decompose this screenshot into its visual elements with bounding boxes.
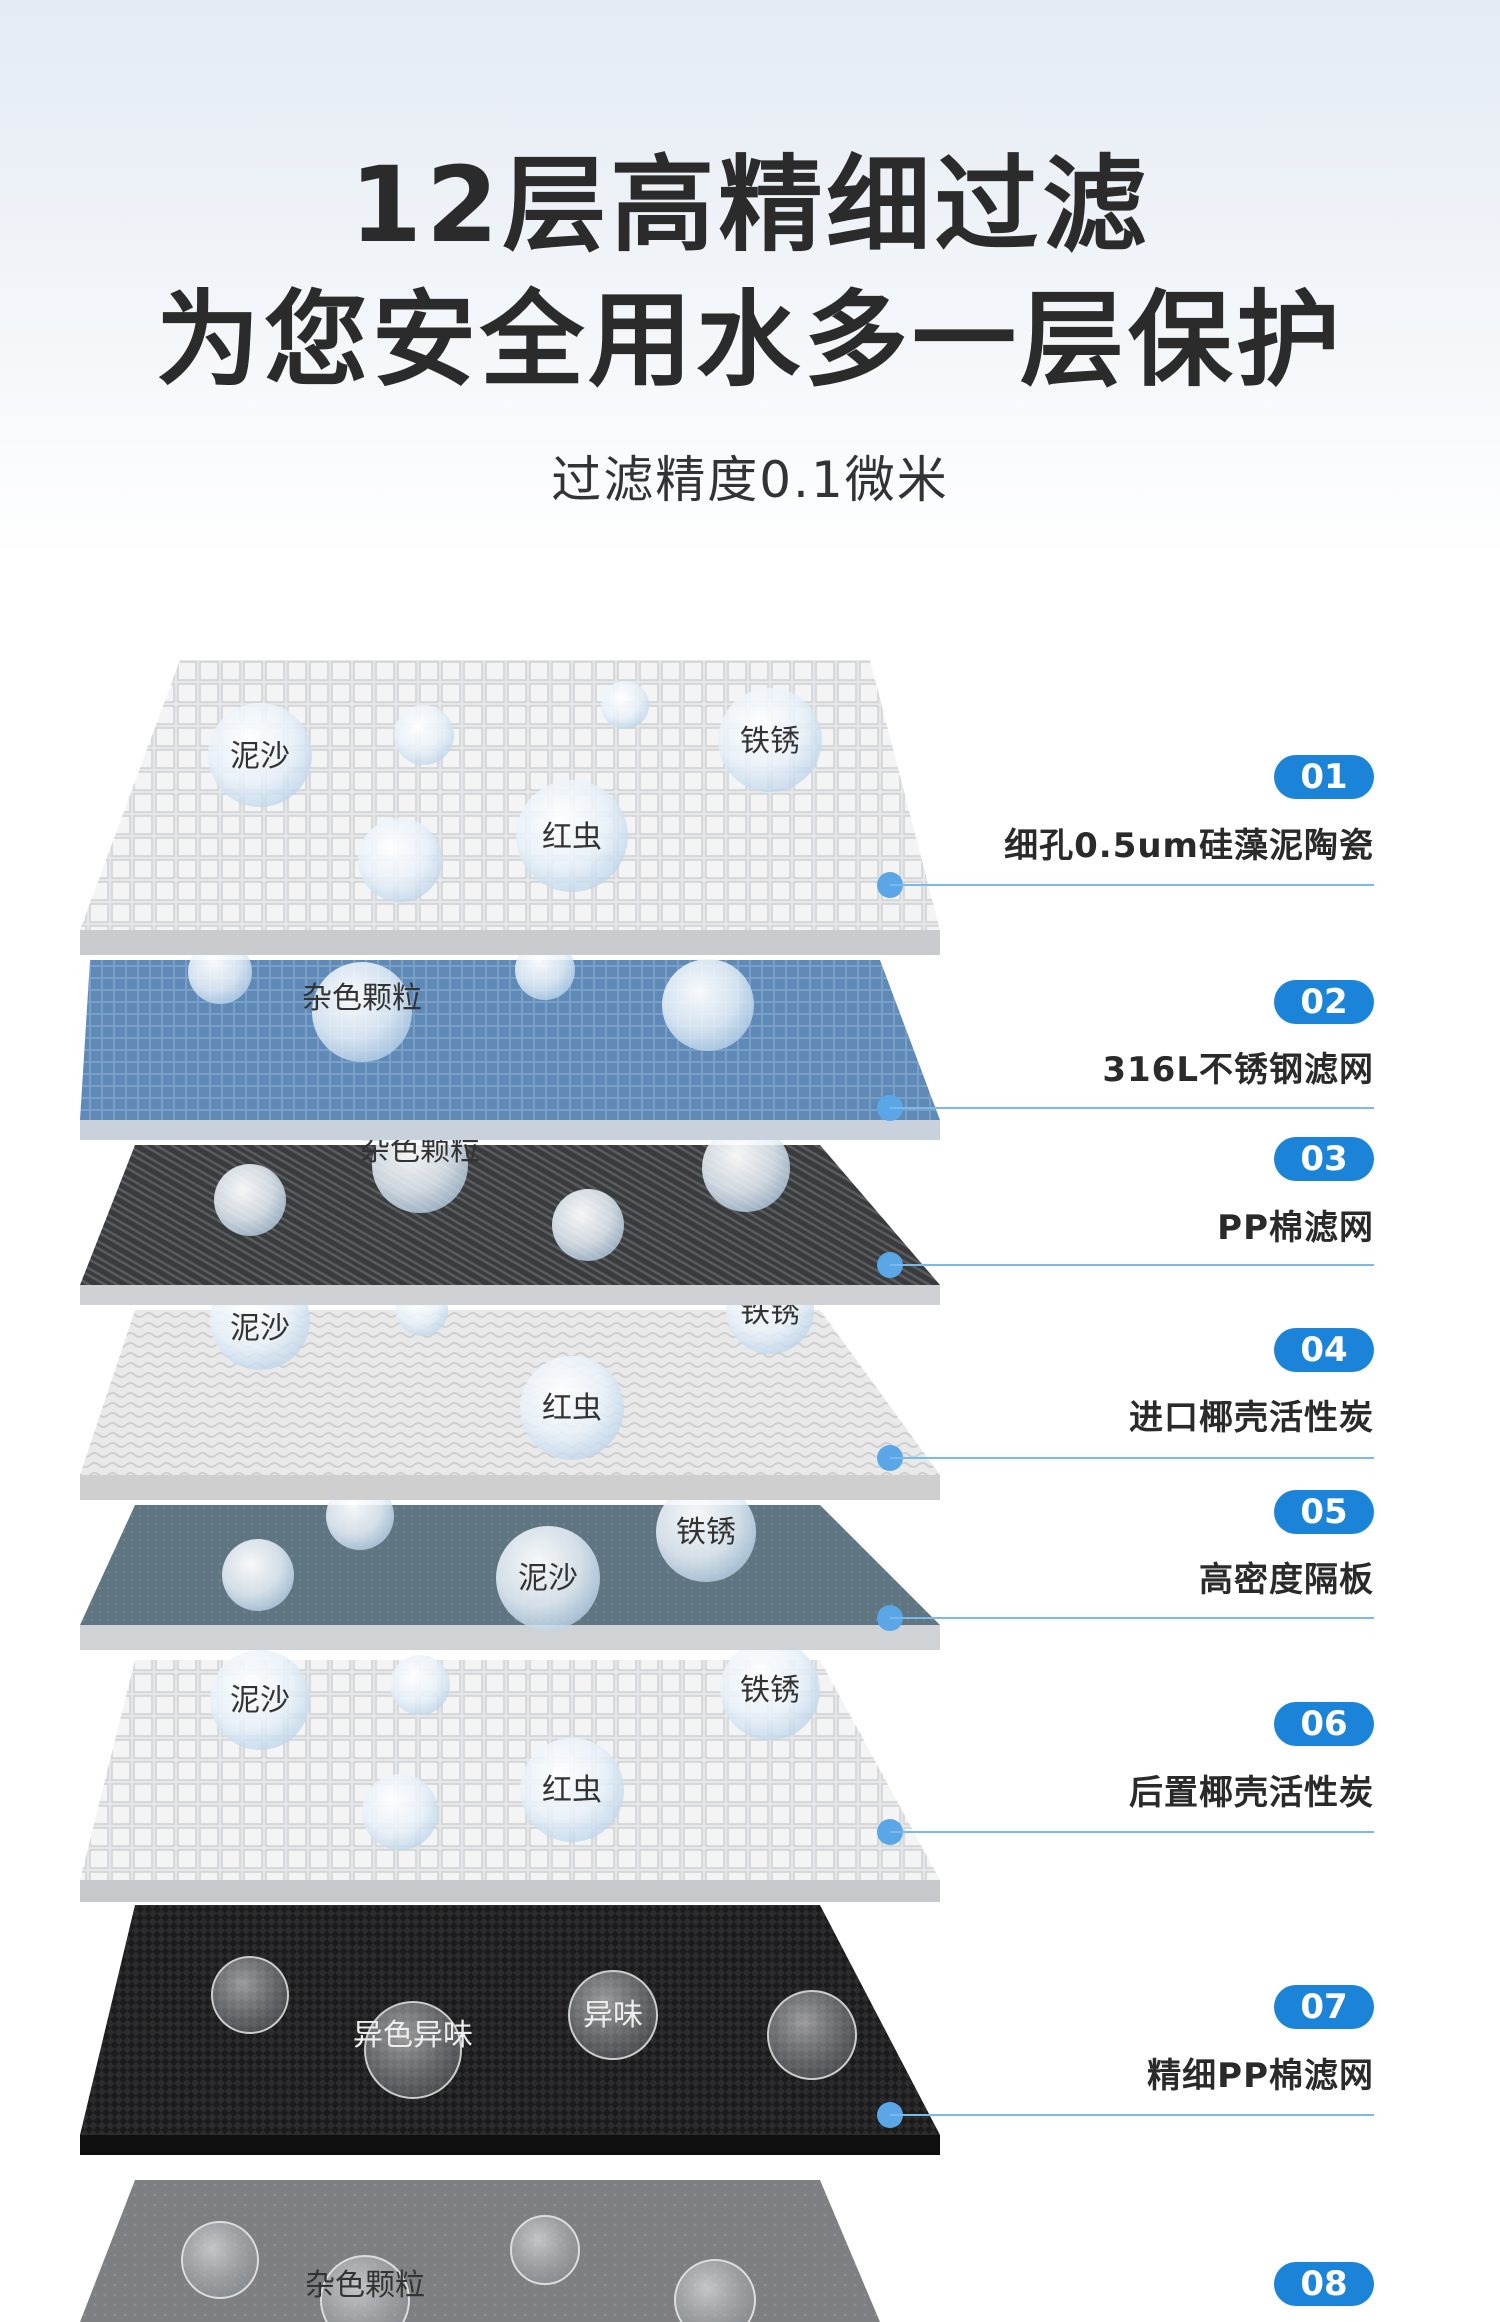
layer-01-bubble-label-3: 铁锈 [740,724,800,759]
layer-08-plate: 杂色颗粒 [80,2180,880,2322]
layer-05-label: 高密度隔板 [1199,1560,1374,1600]
layer-05-bubble-label-1: 泥沙 [518,1561,578,1596]
layer-05-number-badge: 05 [1274,1490,1374,1534]
layer-02-plate: 杂色颗粒 [80,940,940,1140]
layer-03-number-badge: 03 [1274,1137,1374,1181]
layer-07-bubble-label-2: 异味 [583,1998,643,2033]
layer-04-label: 进口椰壳活性炭 [1129,1398,1374,1438]
layer-01-plate: 泥沙 红虫 铁锈 [80,660,940,955]
layer-07-plate: 异色异味 异味 [80,1905,940,2155]
layer-01-bubble-label-2: 红虫 [542,820,602,855]
layer-08-bubble-label: 杂色颗粒 [305,2268,425,2303]
layer-03-label: PP棉滤网 [1217,1208,1374,1248]
headline-line-1: 12层高精细过滤 [349,144,1151,266]
layer-07-bubble-label-1: 异色异味 [353,2018,473,2053]
layer-02-number-badge: 02 [1274,980,1374,1024]
layer-06-label: 后置椰壳活性炭 [1129,1773,1374,1813]
subtitle: 过滤精度0.1微米 [551,451,949,509]
layer-06-bubble-label-2: 红虫 [542,1773,602,1808]
layer-03-plate: 杂色颗粒 [80,1117,940,1305]
layer-06-bubble-label-3: 铁锈 [740,1673,800,1708]
layer-06-bubble-label-1: 泥沙 [230,1683,290,1718]
layer-08-number-badge: 08 [1274,2262,1374,2306]
layer-07-label: 精细PP棉滤网 [1147,2056,1374,2096]
layer-01-number-badge: 01 [1274,755,1374,799]
layer-04-bubble-label-1: 泥沙 [230,1311,290,1346]
layer-05-plate: 铁锈 泥沙 [80,1482,940,1650]
connector-lines [890,884,1374,2116]
headline-line-2: 为您安全用水多一层保护 [155,279,1344,401]
layer-02-bubble-label: 杂色颗粒 [302,981,422,1016]
layer-06-number-badge: 06 [1274,1702,1374,1746]
layer-05-bubble-label-2: 铁锈 [676,1515,736,1550]
layer-04-number-badge: 04 [1274,1328,1374,1372]
layer-06-plate: 泥沙 红虫 铁锈 [80,1640,940,1902]
layer-02-label: 316L不锈钢滤网 [1102,1050,1374,1090]
layer-01-label: 细孔0.5um硅藻泥陶瓷 [1004,826,1374,866]
layer-07-number-badge: 07 [1274,1985,1374,2029]
layer-04-bubble-label-2: 红虫 [542,1391,602,1426]
layer-01-bubble-label-1: 泥沙 [230,739,290,774]
